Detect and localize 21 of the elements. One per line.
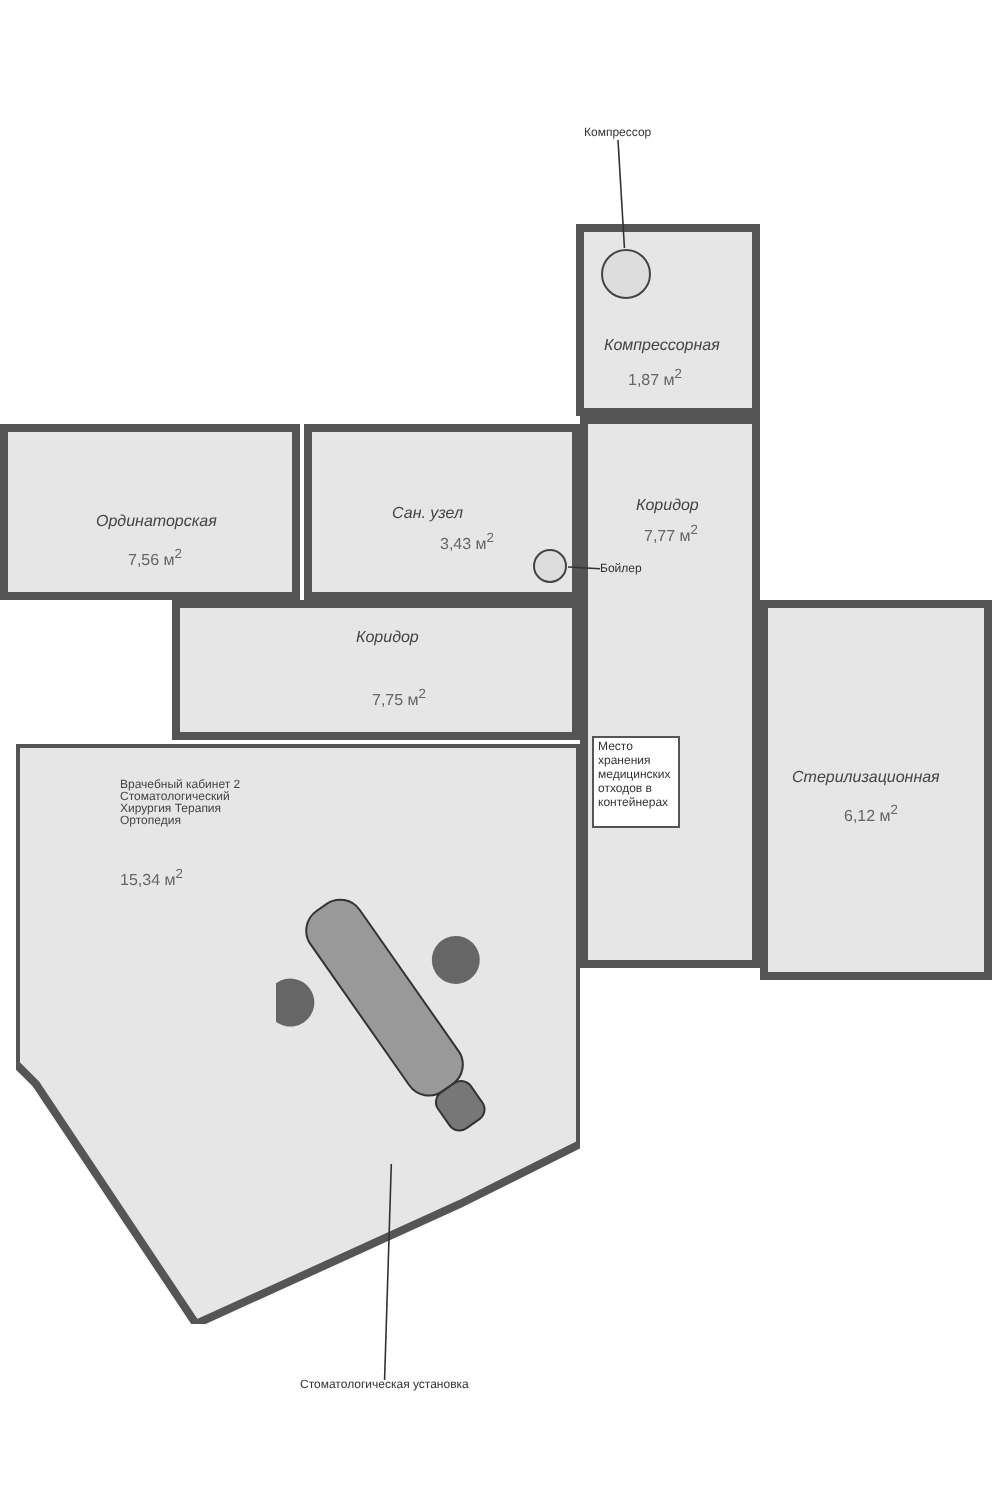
leader-line bbox=[567, 566, 601, 570]
area-label: 1,87 м$^{2}$ bbox=[628, 368, 682, 390]
area-label: 6,12 м$^{2}$ bbox=[844, 804, 898, 826]
area-label: 7,75 м$^{2}$ bbox=[372, 688, 426, 710]
room-area bbox=[576, 224, 760, 416]
area-label: 7,56 м$^{2}$ bbox=[128, 548, 182, 570]
room-name: Стерилизационная bbox=[792, 768, 940, 786]
room-area bbox=[760, 600, 992, 980]
fixture-symbol bbox=[600, 248, 652, 300]
room-name: Компрессорная bbox=[604, 336, 720, 354]
room-name: Ординаторская bbox=[96, 512, 217, 530]
leader-line bbox=[617, 139, 626, 249]
fixture-symbol bbox=[532, 548, 568, 584]
area-label: 3,43 м$^{2}$ bbox=[440, 532, 494, 554]
area-label: 15,34 м$^{2}$ bbox=[120, 868, 183, 890]
room-name: Коридор bbox=[356, 628, 419, 646]
leader-line bbox=[383, 1163, 393, 1381]
area-label: 7,77 м$^{2}$ bbox=[644, 524, 698, 546]
room-name: Коридор bbox=[636, 496, 699, 514]
room-name: Сан. узел bbox=[392, 504, 463, 522]
room-area bbox=[0, 424, 300, 600]
